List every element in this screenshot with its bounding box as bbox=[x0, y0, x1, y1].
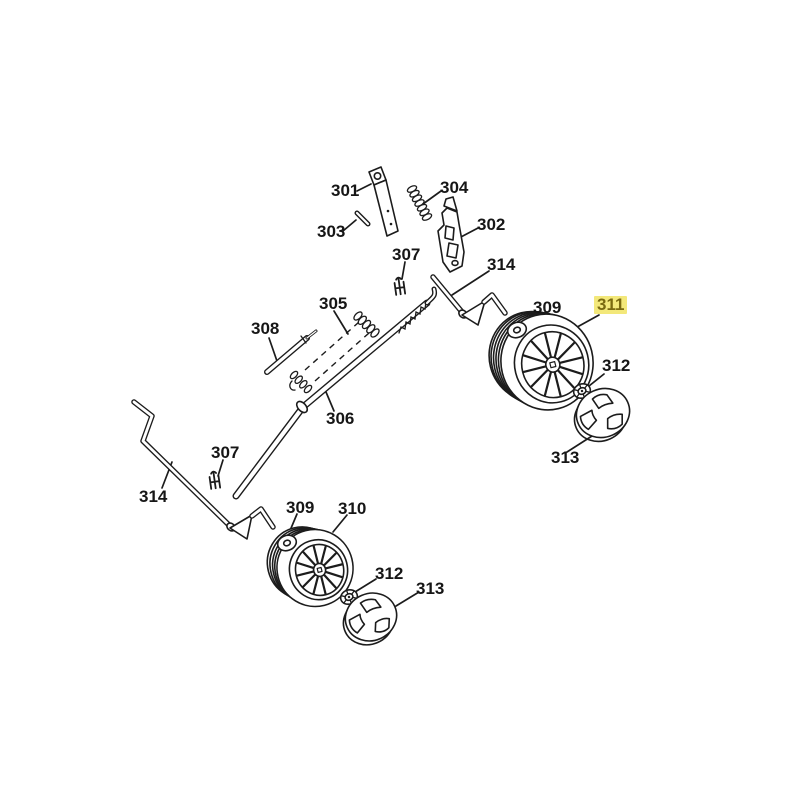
callout-313-top[interactable]: 313 bbox=[551, 448, 580, 467]
callout-303[interactable]: 303 bbox=[317, 222, 346, 241]
callout-306[interactable]: 306 bbox=[326, 409, 355, 428]
part-308-rod bbox=[264, 329, 318, 375]
part-306-adjuster-bar bbox=[232, 286, 438, 500]
callout-304[interactable]: 304 bbox=[440, 178, 469, 197]
part-303-pin bbox=[354, 210, 371, 227]
wheel-311-spokes bbox=[522, 332, 584, 397]
callout-308[interactable]: 308 bbox=[251, 319, 280, 338]
callout-301[interactable]: 301 bbox=[331, 181, 360, 200]
part-313-hubcap-bottom bbox=[342, 592, 398, 646]
part-305-spring bbox=[289, 311, 380, 394]
callout-305[interactable]: 305 bbox=[319, 294, 348, 313]
part-309-washer-top bbox=[506, 321, 528, 339]
callout-311-highlighted[interactable]: 311 bbox=[594, 296, 628, 314]
part-304-spring bbox=[406, 185, 433, 221]
wheel-310-spokes bbox=[296, 545, 344, 595]
callout-309-top[interactable]: 309 bbox=[533, 298, 562, 317]
part-314-axle-bottom bbox=[131, 399, 276, 540]
part-313-hubcap-top bbox=[573, 387, 631, 443]
part-302-bracket bbox=[437, 196, 465, 273]
callout-312-bottom[interactable]: 312 bbox=[375, 564, 404, 583]
callout-313-bottom[interactable]: 313 bbox=[416, 579, 445, 598]
part-311-wheel bbox=[488, 310, 594, 411]
part-314-rod-top bbox=[430, 274, 508, 326]
callout-307-bottom[interactable]: 307 bbox=[211, 443, 240, 462]
callout-314-bottom[interactable]: 314 bbox=[139, 487, 168, 506]
part-307-clip-top bbox=[392, 276, 407, 296]
callout-314-top[interactable]: 314 bbox=[487, 255, 516, 274]
part-301-lever bbox=[368, 166, 399, 237]
callout-302[interactable]: 302 bbox=[477, 215, 506, 234]
callout-307-top[interactable]: 307 bbox=[392, 245, 421, 264]
callout-309-bottom[interactable]: 309 bbox=[286, 498, 315, 517]
callout-312-top[interactable]: 312 bbox=[602, 356, 631, 375]
callout-310[interactable]: 310 bbox=[338, 499, 367, 518]
part-309-washer-bottom bbox=[276, 534, 298, 552]
